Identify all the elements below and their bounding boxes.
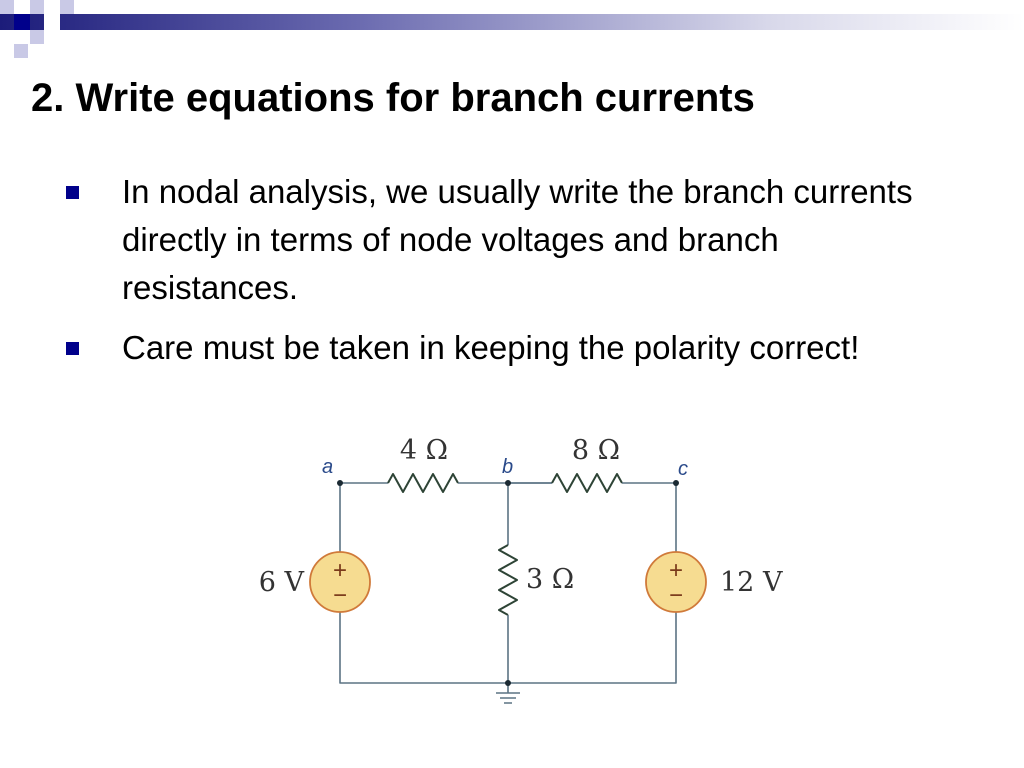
source-right-label: 12 V bbox=[720, 567, 783, 598]
slide-title: 2. Write equations for branch currents bbox=[31, 76, 755, 120]
bullet-item: In nodal analysis, we usually write the … bbox=[60, 168, 960, 312]
voltage-source-right bbox=[645, 551, 707, 613]
deco-square bbox=[14, 44, 28, 58]
source-right-minus: − bbox=[669, 582, 683, 609]
top-decorative-bar bbox=[0, 0, 1024, 58]
bullet-list: In nodal analysis, we usually write the … bbox=[60, 168, 960, 384]
source-left-minus: − bbox=[333, 582, 347, 609]
deco-square bbox=[60, 0, 74, 14]
bullet-square-icon bbox=[66, 186, 79, 199]
node-c-dot bbox=[673, 480, 679, 486]
node-a-label: a bbox=[322, 456, 333, 478]
source-left-plus: + bbox=[333, 557, 347, 584]
ground-icon bbox=[496, 692, 520, 704]
deco-square bbox=[44, 14, 60, 30]
resistor-3-ohm bbox=[498, 544, 518, 616]
bullet-item: Care must be taken in keeping the polari… bbox=[60, 324, 960, 372]
deco-square bbox=[14, 14, 30, 30]
resistor-4-ohm bbox=[387, 473, 459, 493]
bullet-text: In nodal analysis, we usually write the … bbox=[122, 173, 913, 306]
node-b-label: b bbox=[502, 456, 513, 478]
resistor-8-ohm bbox=[551, 473, 623, 493]
bullet-square-icon bbox=[66, 342, 79, 355]
node-a-dot bbox=[337, 480, 343, 486]
source-left-label: 6 V bbox=[259, 567, 305, 598]
deco-square bbox=[30, 0, 44, 14]
circuit-diagram: + − + − 4 Ω 8 Ω 3 Ω 6 V 12 V a b c bbox=[259, 435, 783, 704]
bullet-text: Care must be taken in keeping the polari… bbox=[122, 329, 860, 366]
deco-square bbox=[30, 30, 44, 44]
voltage-source-left bbox=[309, 551, 371, 613]
node-ground-dot bbox=[505, 680, 511, 686]
source-right-plus: + bbox=[669, 557, 683, 584]
resistor-8-ohm-label: 8 Ω bbox=[572, 435, 620, 466]
resistor-4-ohm-label: 4 Ω bbox=[400, 435, 448, 466]
deco-square bbox=[0, 0, 14, 14]
gradient-bar bbox=[0, 14, 1024, 30]
resistor-3-ohm-label: 3 Ω bbox=[526, 564, 574, 595]
node-c-label: c bbox=[678, 458, 688, 480]
node-b-dot bbox=[505, 480, 511, 486]
